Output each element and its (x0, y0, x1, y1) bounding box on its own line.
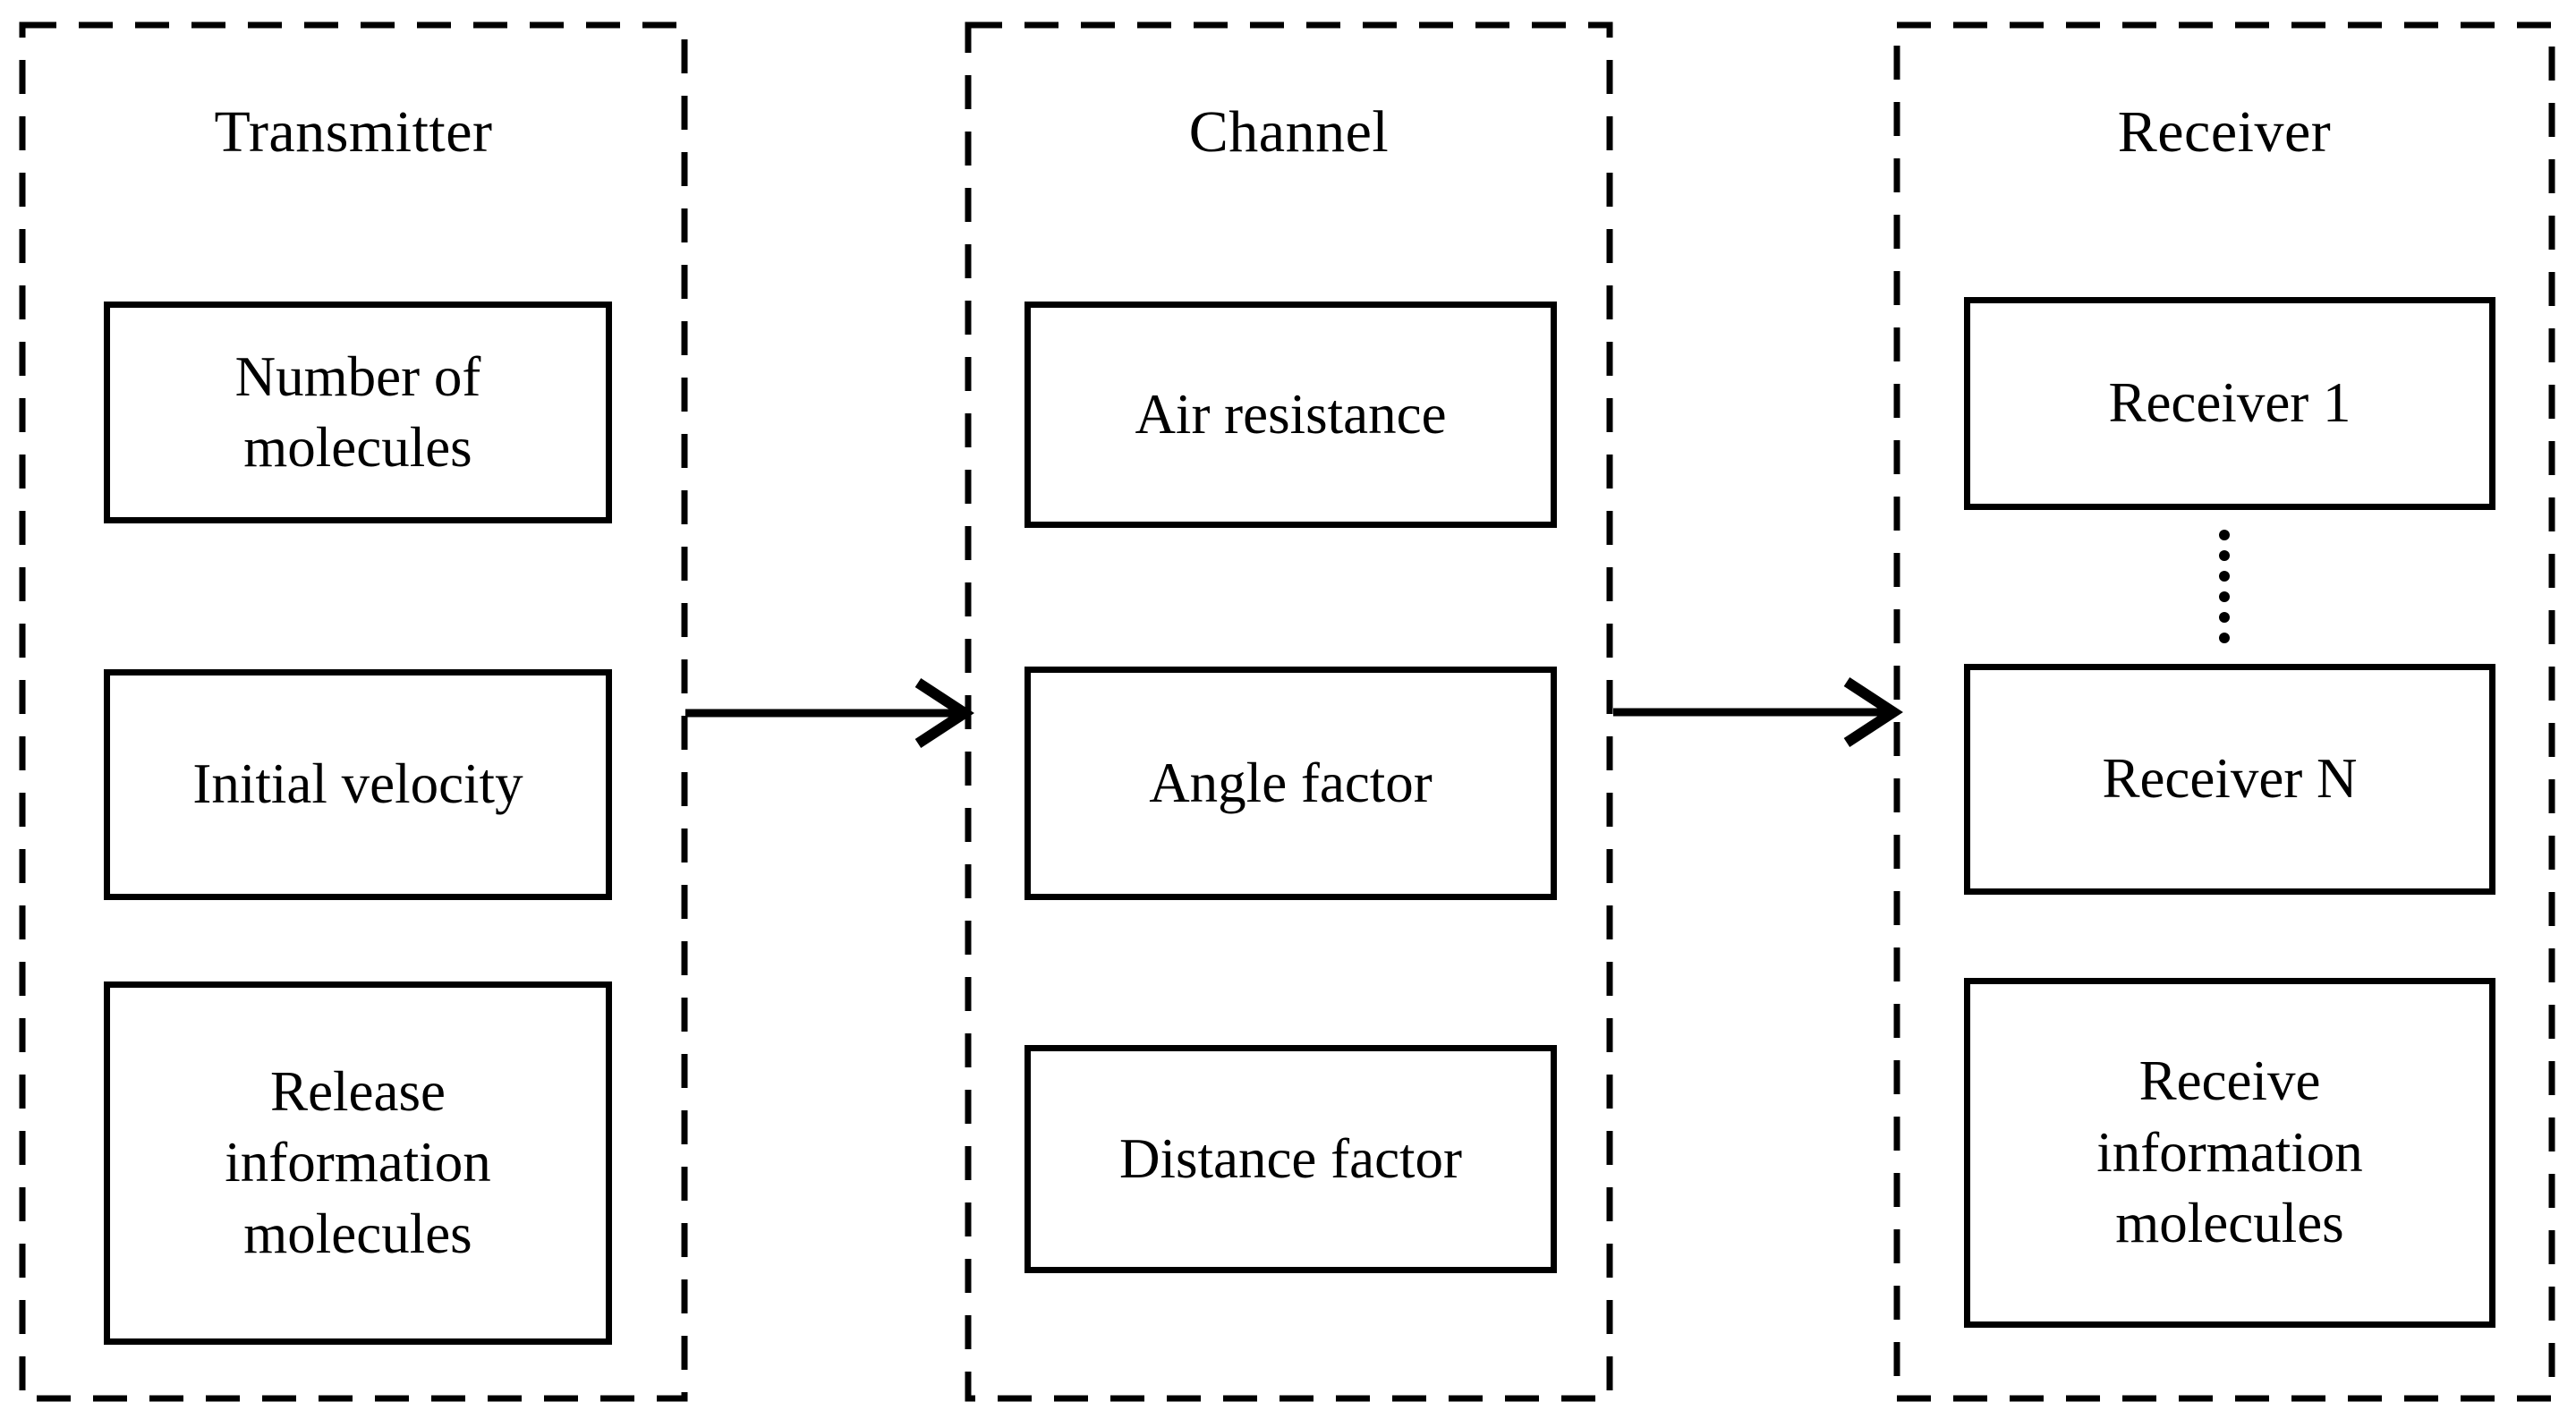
box-initial-velocity-label: Initial velocity (192, 752, 523, 816)
box-release-information-molecules-label: Release information molecules (225, 1059, 491, 1265)
receiver-column-title: Receiver (2117, 99, 2332, 165)
box-number-of-molecules-label: Number of molecules (234, 344, 481, 479)
box-air-resistance-label: Air resistance (1135, 382, 1447, 446)
box-initial-velocity: Initial velocity (104, 669, 612, 900)
vertical-ellipsis-icon (2219, 530, 2230, 643)
box-receiver-1: Receiver 1 (1964, 297, 2495, 510)
box-angle-factor: Angle factor (1024, 667, 1557, 900)
box-receive-information-molecules: Receive information molecules (1964, 978, 2495, 1328)
box-receiver-n-label: Receiver N (2102, 747, 2358, 811)
box-number-of-molecules: Number of molecules (104, 302, 612, 523)
box-receive-information-molecules-label: Receive information molecules (2096, 1049, 2363, 1255)
channel-column-title: Channel (1188, 99, 1390, 165)
box-release-information-molecules: Release information molecules (104, 981, 612, 1345)
arrow-channel-to-receiver-icon (1613, 676, 1903, 748)
transmitter-column-title: Transmitter (214, 99, 493, 165)
box-distance-factor-label: Distance factor (1118, 1126, 1463, 1190)
box-distance-factor: Distance factor (1024, 1045, 1557, 1273)
transmitter-dashed-frame (19, 21, 688, 1402)
box-angle-factor-label: Angle factor (1149, 751, 1433, 814)
box-receiver-1-label: Receiver 1 (2108, 371, 2351, 435)
box-receiver-n: Receiver N (1964, 664, 2495, 895)
arrow-transmitter-to-channel-icon (685, 677, 974, 749)
box-air-resistance: Air resistance (1024, 302, 1557, 528)
